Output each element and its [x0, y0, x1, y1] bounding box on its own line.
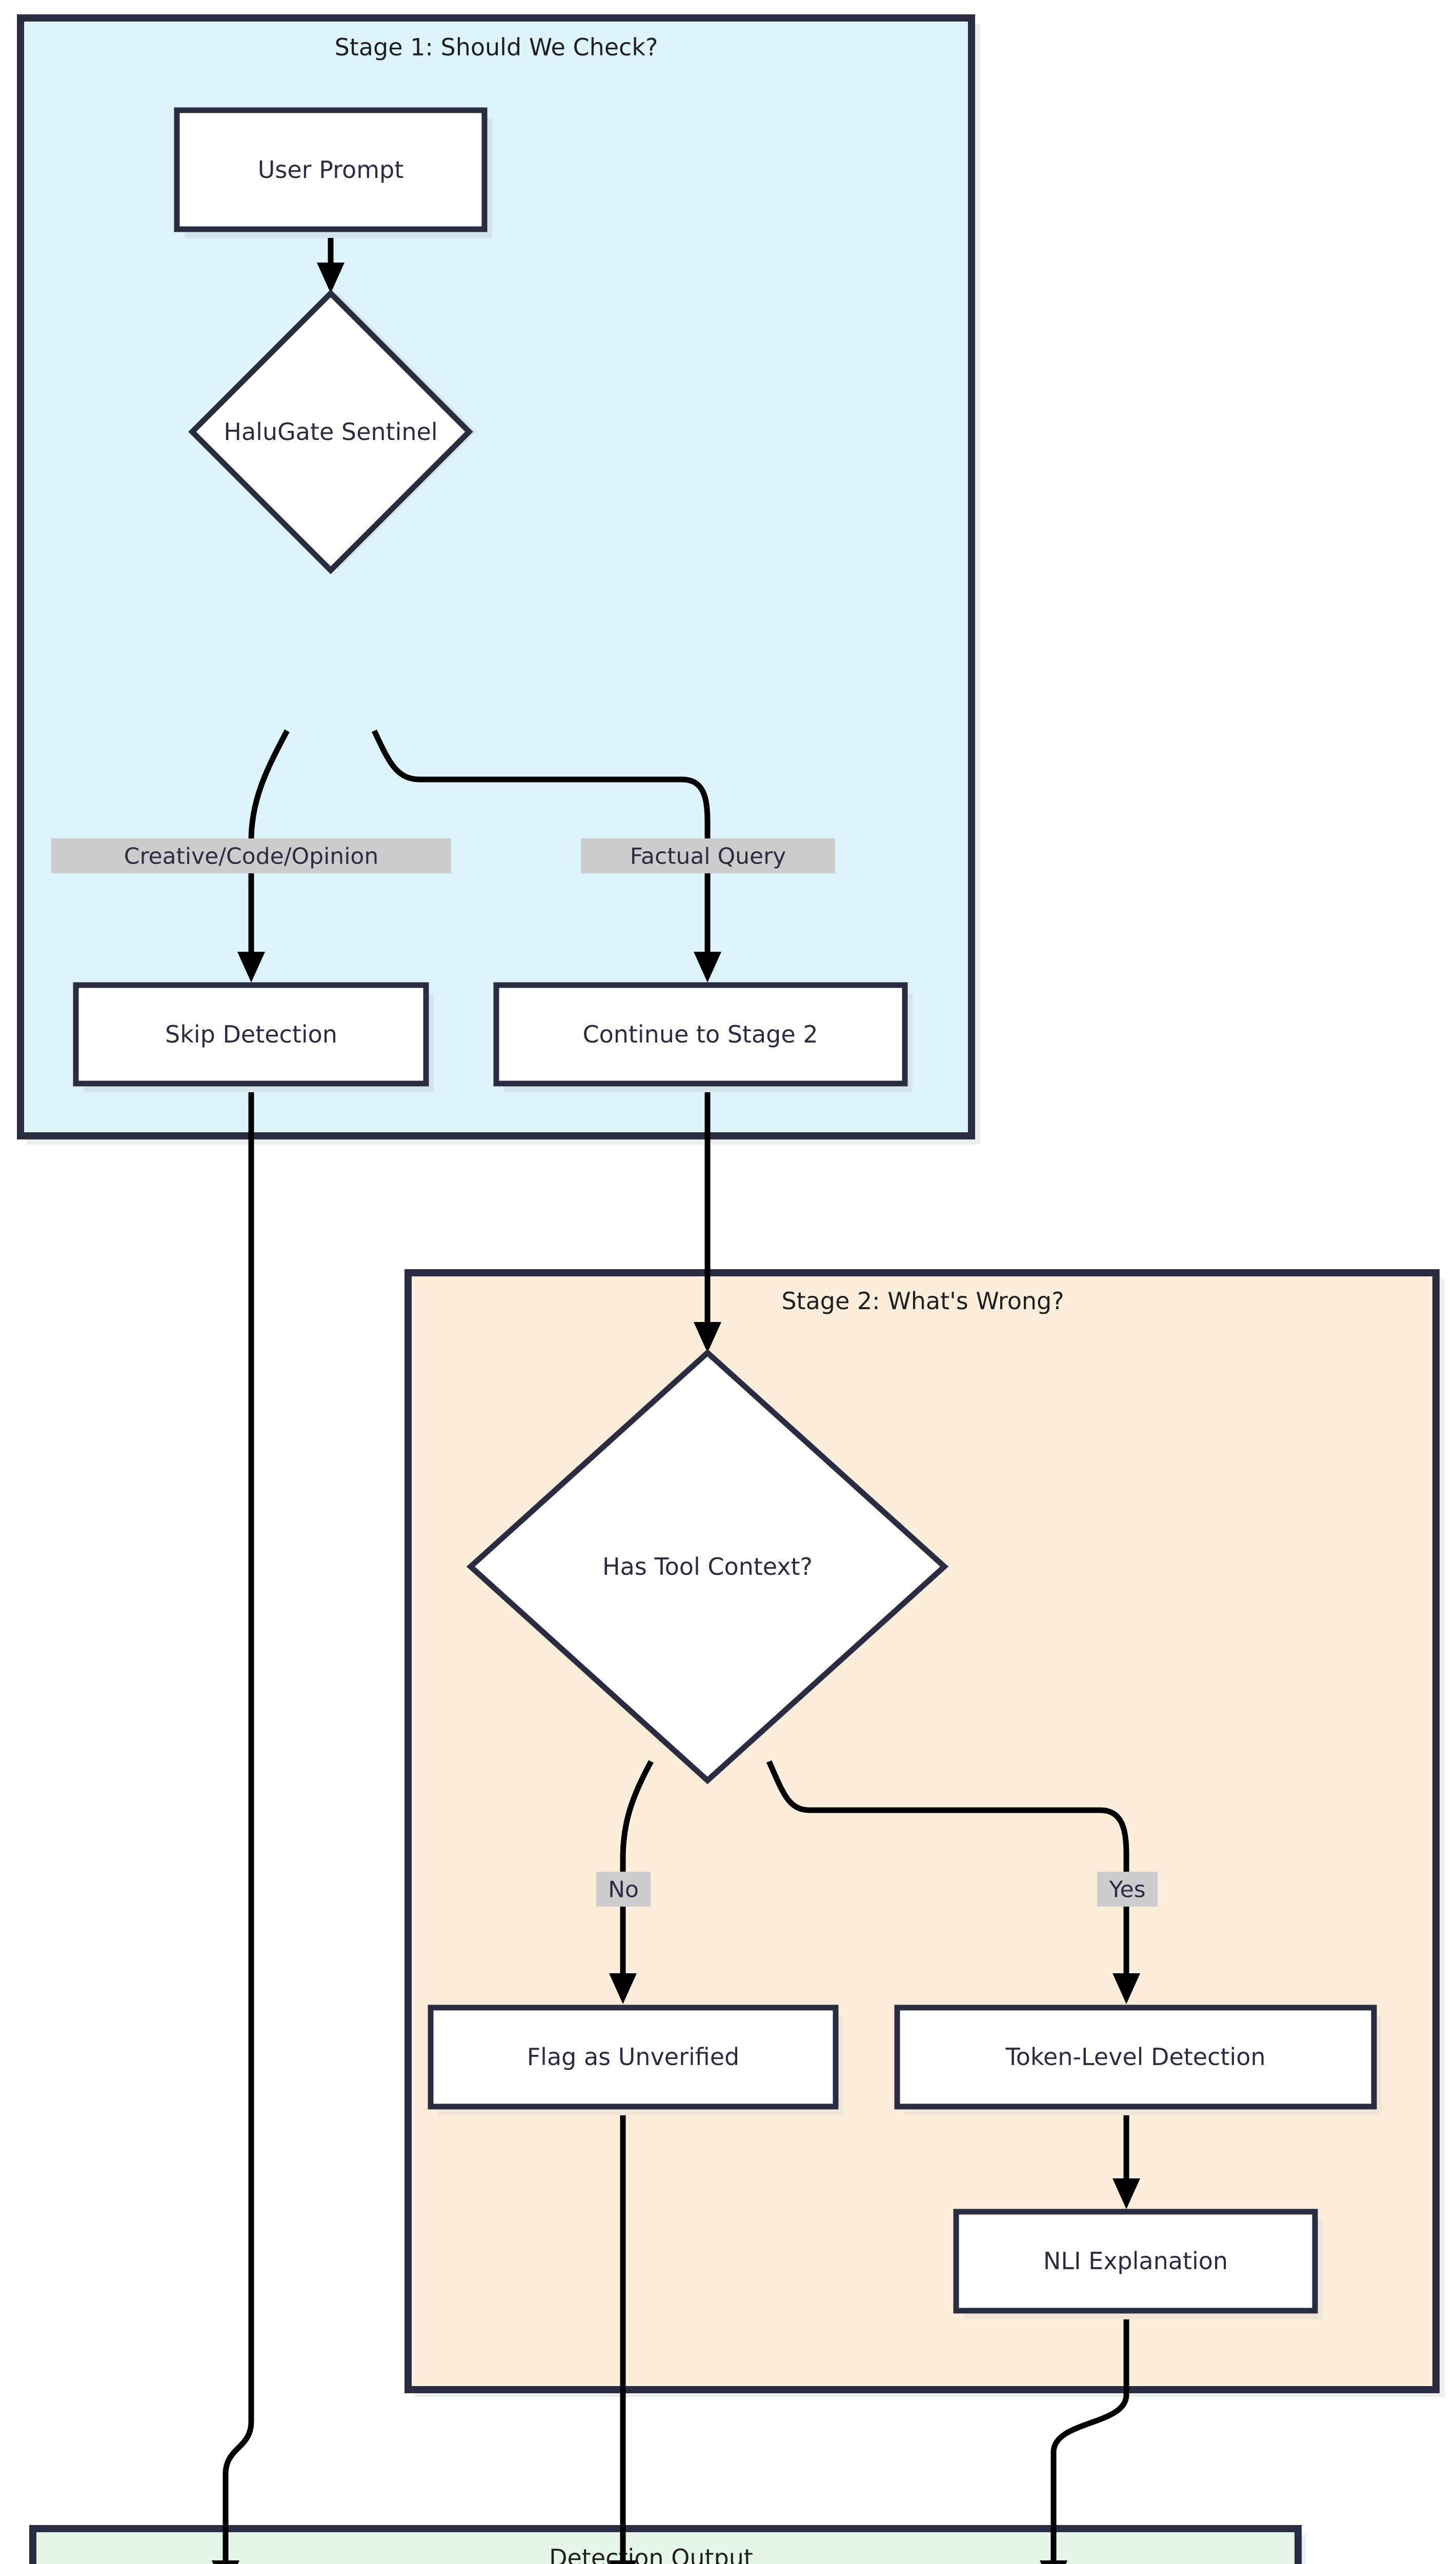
edge-flag-to-warning-header — [609, 2112, 637, 2564]
node-halugate-sentinel-diamond[interactable] — [188, 289, 473, 574]
node-halugate-sentinel-label: HaluGate Sentinel — [224, 418, 437, 446]
cluster-stage2-rect — [405, 1269, 1440, 2393]
node-nli-explanation[interactable]: NLI Explanation — [953, 2209, 1323, 2319]
node-continue-to-stage-2[interactable]: Continue to Stage 2 — [493, 982, 913, 1092]
node-flag-as-unverified-rect[interactable] — [428, 2005, 839, 2110]
node-skip-detection-label: Skip Detection — [165, 1020, 337, 1048]
edge-label-yes: Yes — [1097, 1872, 1158, 1907]
cluster-stage1: Stage 1: Should We Check? — [17, 14, 980, 1145]
node-has-tool-context[interactable]: Has Tool Context? — [466, 1349, 949, 1785]
node-token-level-detection-rect[interactable] — [894, 2005, 1377, 2110]
arrowhead-icon — [237, 952, 265, 983]
node-continue-to-stage-2-rect[interactable] — [493, 982, 908, 1087]
node-token-level-detection-label: Token-Level Detection — [1005, 2043, 1266, 2071]
node-skip-detection-rect[interactable] — [73, 982, 429, 1087]
edge-label-text: No — [608, 1877, 639, 1903]
arrowhead-icon — [609, 2560, 637, 2564]
cluster-output: Detection Output — [29, 2525, 1305, 2564]
edge-path — [372, 729, 711, 963]
node-halugate-sentinel[interactable]: HaluGate Sentinel — [188, 289, 477, 574]
edge-user-prompt-to-halugate — [317, 231, 345, 293]
node-nli-explanation-label: NLI Explanation — [1043, 2247, 1228, 2275]
edge-label-bg — [596, 1872, 651, 1907]
edge-path — [223, 1088, 254, 2564]
cluster-stage2-label: Stage 2: What's Wrong? — [781, 1287, 1064, 1315]
edge-label-bg — [51, 838, 451, 873]
arrowhead-icon — [694, 1322, 721, 1353]
node-continue-to-stage-2-label: Continue to Stage 2 — [582, 1020, 818, 1048]
edge-nli-to-detailed — [1040, 2318, 1129, 2564]
edge-path — [248, 729, 290, 963]
cluster-output-rect — [29, 2525, 1302, 2564]
cluster-stage1-label: Stage 1: Should We Check? — [335, 33, 658, 61]
edge-path — [1050, 2318, 1129, 2564]
edge-path — [766, 1760, 1129, 1985]
arrowhead-icon — [1040, 2560, 1067, 2564]
edge-has-tool-to-flag — [609, 1760, 654, 2004]
node-flag-as-unverified-label: Flag as Unverified — [527, 2043, 740, 2071]
edge-label-bg — [581, 838, 835, 873]
arrowhead-icon — [694, 952, 721, 983]
node-user-prompt-rect[interactable] — [174, 107, 488, 232]
edge-label-text: Creative/Code/Opinion — [124, 844, 378, 870]
node-has-tool-context-label: Has Tool Context? — [602, 1553, 813, 1580]
edge-halugate-to-skip — [237, 729, 290, 983]
node-has-tool-context-diamond[interactable] — [466, 1349, 949, 1785]
node-skip-detection[interactable]: Skip Detection — [73, 982, 434, 1092]
edge-halugate-to-continue — [372, 729, 721, 983]
node-nli-explanation-rect[interactable] — [953, 2209, 1318, 2314]
arrowhead-icon — [1113, 2178, 1140, 2209]
edge-label-factual-query: Factual Query — [581, 838, 835, 873]
cluster-output-label: Detection Output — [549, 2544, 753, 2564]
arrowhead-icon — [1113, 1973, 1140, 2004]
node-flag-as-unverified[interactable]: Flag as Unverified — [428, 2005, 843, 2115]
edge-label-text: Factual Query — [630, 844, 786, 870]
node-user-prompt[interactable]: User Prompt — [174, 107, 492, 238]
edge-label-no: No — [596, 1872, 651, 1907]
edge-label-text: Yes — [1108, 1877, 1145, 1903]
edge-continue-to-has-tool — [694, 1072, 721, 1353]
node-user-prompt-label: User Prompt — [258, 156, 404, 184]
edge-token-to-nli — [1113, 2112, 1140, 2209]
arrowhead-icon — [212, 2560, 239, 2564]
edge-has-tool-to-token — [766, 1760, 1140, 2004]
arrowhead-icon — [609, 1973, 637, 2004]
edge-skip-to-pass-through — [212, 1088, 254, 2564]
cluster-stage1-rect — [17, 14, 975, 1139]
edge-path — [620, 1760, 654, 1985]
node-token-level-detection[interactable]: Token-Level Detection — [894, 2005, 1382, 2115]
arrowhead-icon — [317, 263, 345, 293]
edge-label-creative-code-opinion: Creative/Code/Opinion — [51, 838, 451, 873]
edge-label-bg — [1097, 1872, 1158, 1907]
